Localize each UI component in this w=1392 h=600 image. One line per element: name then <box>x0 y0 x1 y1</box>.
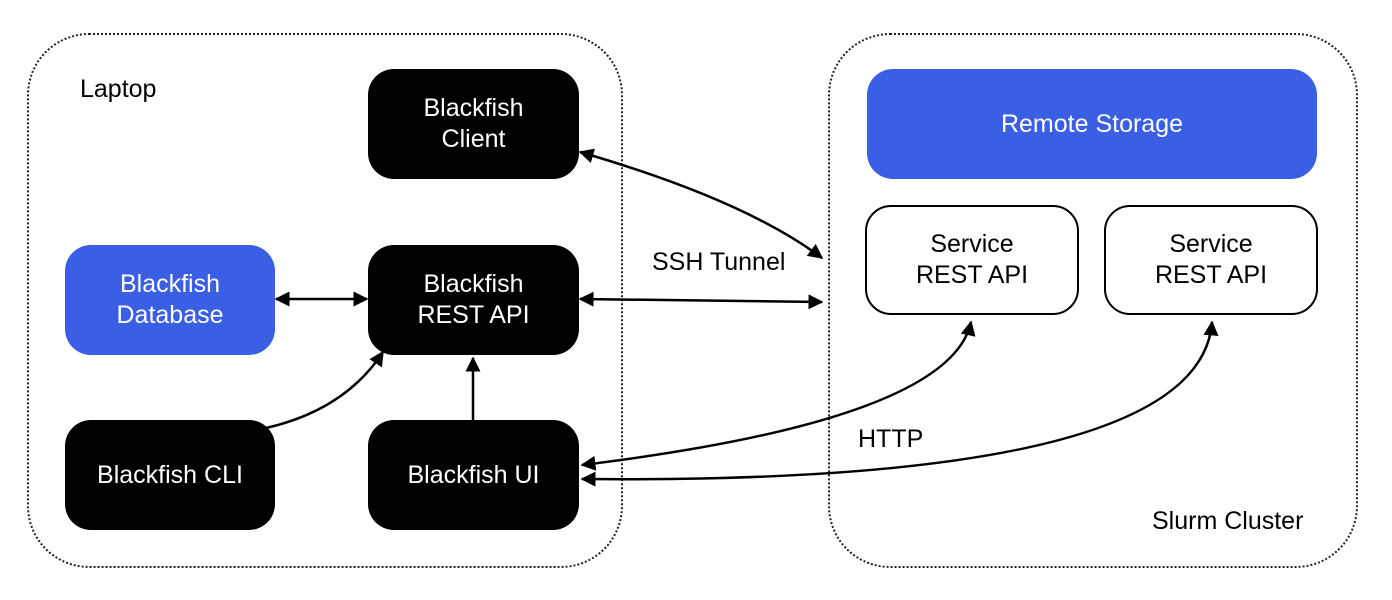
service-rest-api-node-1: Service REST API <box>865 205 1079 315</box>
laptop-group-label: Laptop <box>80 75 157 103</box>
remote-storage-node: Remote Storage <box>867 69 1317 179</box>
blackfish-client-node: Blackfish Client <box>368 69 579 179</box>
http-label: HTTP <box>858 425 924 453</box>
cli-api-connector <box>265 350 385 430</box>
slurm-cluster-group-label: Slurm Cluster <box>1152 507 1304 535</box>
blackfish-database-node: Blackfish Database <box>65 245 275 355</box>
client-ssh-connector <box>578 148 824 259</box>
blackfish-cli-node: Blackfish CLI <box>65 420 275 530</box>
blackfish-ui-node: Blackfish UI <box>368 420 579 530</box>
slurm-cluster-group <box>828 33 1358 568</box>
ui-service-2-connector <box>580 320 1219 487</box>
blackfish-rest-api-node: Blackfish REST API <box>368 245 579 355</box>
ssh-tunnel-label: SSH Tunnel <box>652 248 786 276</box>
service-rest-api-node-2: Service REST API <box>1104 205 1318 315</box>
api-ssh-connector <box>578 291 824 310</box>
